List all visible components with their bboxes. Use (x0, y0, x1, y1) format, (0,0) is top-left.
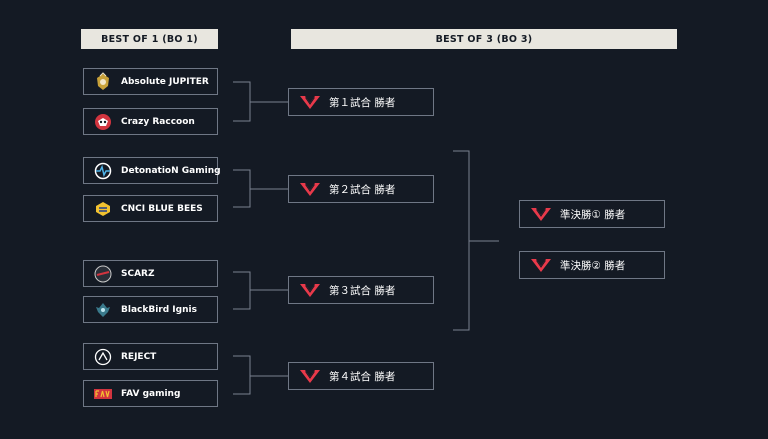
match-1-winner-slot[interactable]: 第１試合 勝者 (288, 88, 434, 116)
v-logo-icon (531, 259, 551, 272)
team-slot-fav-gaming[interactable]: FAV gaming (83, 380, 218, 407)
fav-gaming-logo-icon (94, 388, 112, 399)
match-4-winner-slot[interactable]: 第４試合 勝者 (288, 362, 434, 390)
team-name: SCARZ (121, 268, 155, 279)
v-logo-icon (300, 370, 320, 383)
detonation-gaming-logo-icon (94, 162, 112, 179)
scarz-logo-icon (94, 265, 112, 282)
v-logo-icon (300, 284, 320, 297)
team-slot-detonation-gaming[interactable]: DetonatioN Gaming (83, 157, 221, 184)
match-label: 第２試合 勝者 (329, 183, 396, 196)
team-name: Absolute JUPITER (121, 76, 209, 87)
semifinal-2-winner-slot[interactable]: 準決勝② 勝者 (519, 251, 665, 279)
match-label: 第１試合 勝者 (329, 96, 396, 109)
bo1-header: BEST OF 1 (BO 1) (81, 29, 218, 49)
team-slot-absolute-jupiter[interactable]: Absolute JUPITER (83, 68, 218, 95)
team-slot-scarz[interactable]: SCARZ (83, 260, 218, 287)
team-slot-cnci-blue-bees[interactable]: CNCI BLUE BEES (83, 195, 218, 222)
crazy-raccoon-logo-icon (95, 113, 111, 130)
team-name: REJECT (121, 351, 157, 362)
v-logo-icon (531, 208, 551, 221)
match-label: 第３試合 勝者 (329, 284, 396, 297)
semifinal-label: 準決勝② 勝者 (560, 259, 626, 272)
v-logo-icon (300, 183, 320, 196)
cnci-blue-bees-logo-icon (96, 201, 110, 216)
team-name: DetonatioN Gaming (121, 165, 221, 176)
team-slot-reject[interactable]: REJECT (83, 343, 218, 370)
team-name: CNCI BLUE BEES (121, 203, 203, 214)
team-name: BlackBird Ignis (121, 304, 197, 315)
team-slot-blackbird-ignis[interactable]: BlackBird Ignis (83, 296, 218, 323)
match-3-winner-slot[interactable]: 第３試合 勝者 (288, 276, 434, 304)
team-name: Crazy Raccoon (121, 116, 195, 127)
match-2-winner-slot[interactable]: 第２試合 勝者 (288, 175, 434, 203)
team-slot-crazy-raccoon[interactable]: Crazy Raccoon (83, 108, 218, 135)
semifinal-label: 準決勝① 勝者 (560, 208, 626, 221)
semifinal-1-winner-slot[interactable]: 準決勝① 勝者 (519, 200, 665, 228)
team-name: FAV gaming (121, 388, 181, 399)
match-label: 第４試合 勝者 (329, 370, 396, 383)
bo3-header: BEST OF 3 (BO 3) (291, 29, 677, 49)
reject-logo-icon (94, 348, 112, 365)
absolute-jupiter-logo-icon (97, 71, 109, 90)
blackbird-ignis-logo-icon (96, 302, 110, 317)
v-logo-icon (300, 96, 320, 109)
